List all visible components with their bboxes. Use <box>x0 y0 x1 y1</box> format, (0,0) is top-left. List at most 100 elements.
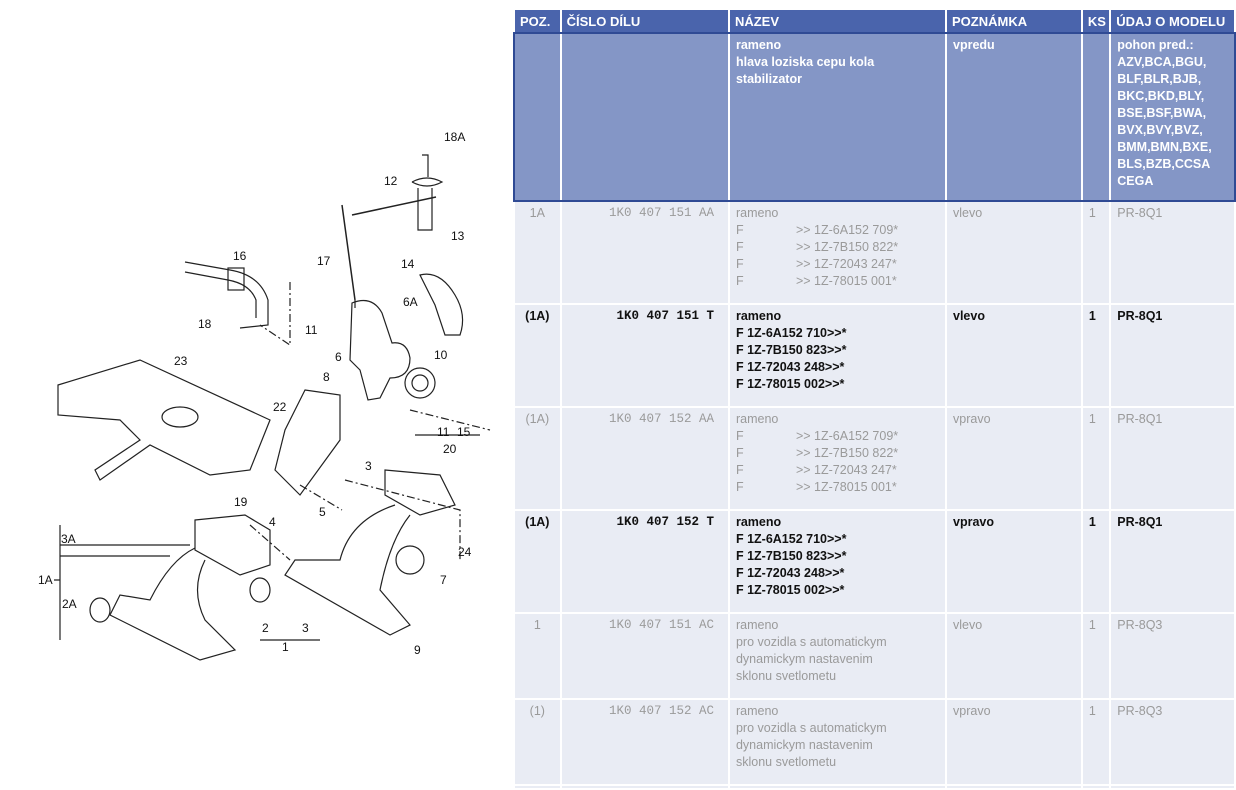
callout-label: 2 <box>262 621 269 635</box>
pos-cell: 1A <box>515 202 560 303</box>
qty-cell: 1 <box>1082 700 1110 784</box>
callout-label: 3 <box>365 459 372 473</box>
model-code-line: CEGA <box>1117 174 1154 188</box>
supersession-line: F>> 1Z-78015 001* <box>735 480 897 494</box>
col-model[interactable]: ÚDAJ O MODELU <box>1111 10 1234 32</box>
model-cell: PR-8Q1 <box>1111 408 1234 509</box>
model-code-line: BLS,BZB,CCSA <box>1117 157 1211 171</box>
group-note: vpredu <box>947 34 1081 200</box>
col-part-number[interactable]: ČÍSLO DÍLU <box>561 10 728 32</box>
part-number[interactable]: 1K0 407 151 AC <box>561 614 728 698</box>
name-line: pro vozidla s automatickym <box>735 721 887 735</box>
callout-label: 24 <box>458 545 472 559</box>
part-number[interactable]: 1K0 407 151 T <box>561 305 728 406</box>
callout-label: 9 <box>414 643 421 657</box>
model-code-line: BSE,BSF,BWA, <box>1117 106 1207 120</box>
callout-label: 3 <box>302 621 309 635</box>
name-line: F 1Z-72043 248>>* <box>735 360 845 374</box>
callout-label: 1 <box>282 640 289 654</box>
note-cell: vlevo <box>947 614 1081 698</box>
model-cell: PR-8Q1 <box>1111 511 1234 612</box>
supersession-line: F>> 1Z-7B150 822* <box>735 240 899 254</box>
name-line: F 1Z-78015 002>>* <box>735 583 845 597</box>
col-pos[interactable]: POZ. <box>515 10 560 32</box>
model-code-line: BKC,BKD,BLY, <box>1117 89 1205 103</box>
qty-cell: 1 <box>1082 614 1110 698</box>
callout-label: 17 <box>317 254 331 268</box>
model-cell: PR-8Q1 <box>1111 202 1234 303</box>
name-line: sklonu svetlometu <box>735 669 837 683</box>
col-note[interactable]: POZNÁMKA <box>947 10 1081 32</box>
col-qty[interactable]: KS <box>1082 10 1110 32</box>
qty-cell: 1 <box>1082 202 1110 303</box>
name-line: F 1Z-72043 248>>* <box>735 566 845 580</box>
callout-label: 6 <box>335 350 342 364</box>
callout-label: 11 <box>305 323 318 337</box>
name-line: F 1Z-7B150 823>>* <box>735 549 847 563</box>
qty-cell: 1 <box>1082 305 1110 406</box>
supersession-line: F>> 1Z-6A152 709* <box>735 429 899 443</box>
part-number[interactable]: 1K0 407 152 AC <box>561 700 728 784</box>
col-name[interactable]: NÁZEV <box>729 10 945 32</box>
supersession-line: F>> 1Z-78015 001* <box>735 274 897 288</box>
part-number[interactable]: 1K0 407 152 AA <box>561 408 728 509</box>
note-cell: vlevo <box>947 305 1081 406</box>
note-cell: vpravo <box>947 511 1081 612</box>
name-line: dynamickym nastavenim <box>735 652 873 666</box>
name-line: F 1Z-6A152 710>>* <box>735 326 847 340</box>
callout-label: 5 <box>319 505 326 519</box>
callout-label: 1A <box>38 573 53 587</box>
part-number[interactable]: 1K0 407 151 AA <box>561 202 728 303</box>
callout-label: 15 <box>457 425 471 439</box>
name-line: pro vozidla s automatickym <box>735 635 887 649</box>
callout-label: 16 <box>233 249 247 263</box>
group-model: pohon pred.:AZV,BCA,BGU,BLF,BLR,BJB,BKC,… <box>1111 34 1234 200</box>
callout-label: 12 <box>384 174 398 188</box>
model-code-line: AZV,BCA,BGU, <box>1117 55 1207 69</box>
pos-cell: (1) <box>515 700 560 784</box>
callout-label: 6A <box>403 295 418 309</box>
qty-cell: 1 <box>1082 511 1110 612</box>
callout-label: 2A <box>62 597 77 611</box>
model-cell: PR-8Q1 <box>1111 305 1234 406</box>
supersession-line: F>> 1Z-72043 247* <box>735 463 897 477</box>
callout-label: 18A <box>444 130 466 144</box>
supersession-line: F>> 1Z-6A152 709* <box>735 223 899 237</box>
callout-label: 3A <box>61 532 76 546</box>
table-row-partial <box>515 786 1234 788</box>
callout-label: 4 <box>269 515 276 529</box>
callout-label: 10 <box>434 348 448 362</box>
callout-label: 18 <box>198 317 212 331</box>
pos-cell: (1A) <box>515 305 560 406</box>
name-line: sklonu svetlometu <box>735 755 837 769</box>
callout-label: 23 <box>174 354 188 368</box>
pos-cell: (1A) <box>515 511 560 612</box>
suspension-drawing <box>54 154 491 661</box>
model-cell: PR-8Q3 <box>1111 700 1234 784</box>
part-number[interactable]: 1K0 407 152 T <box>561 511 728 612</box>
callout-label: 14 <box>401 257 415 271</box>
model-code-line: BVX,BVY,BVZ, <box>1117 123 1203 137</box>
name-line: F 1Z-78015 002>>* <box>735 377 845 391</box>
pos-cell: (1A) <box>515 408 560 509</box>
name-line: F 1Z-6A152 710>>* <box>735 532 847 546</box>
callout-label: 20 <box>443 442 457 456</box>
callout-label: 7 <box>440 573 447 587</box>
supersession-line: F>> 1Z-7B150 822* <box>735 446 899 460</box>
model-code-line: BMM,BMN,BXE, <box>1117 140 1212 154</box>
callout-label: 8 <box>323 370 330 384</box>
name-line: F 1Z-7B150 823>>* <box>735 343 847 357</box>
note-cell: vlevo <box>947 202 1081 303</box>
